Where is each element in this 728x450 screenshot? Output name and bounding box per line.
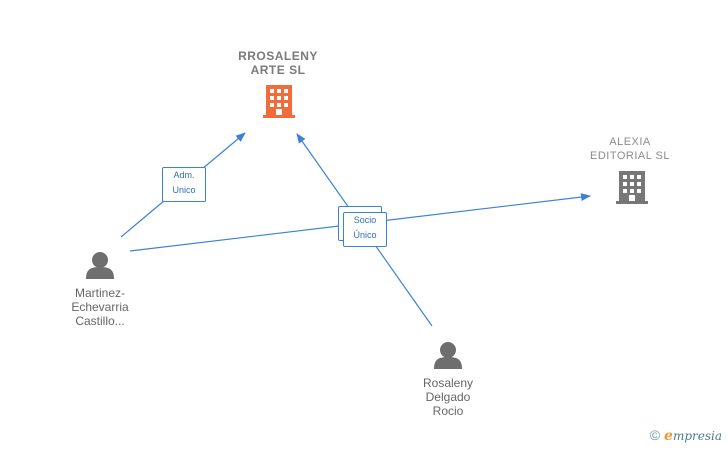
company-name-line: ARTE SL — [250, 63, 306, 77]
person-name-line: Delgado — [425, 390, 471, 404]
building-icon — [263, 85, 295, 118]
brand-e: e — [664, 428, 673, 444]
relation-label-line: Único — [353, 230, 377, 240]
company-label-rrosaleny[interactable]: RROSALENY ARTE SL — [228, 49, 328, 77]
relation-label-line: Unico — [172, 185, 196, 195]
person-name-line: Martinez- — [74, 286, 125, 300]
person-label-rosaleny[interactable]: Rosaleny Delgado Rocio — [398, 376, 498, 418]
brand-name: mpresia — [672, 429, 722, 443]
relation-badge-adm-unico[interactable]: Adm. Unico — [162, 167, 206, 202]
building-icon — [616, 171, 648, 204]
relation-label-line: Socio — [353, 215, 377, 225]
company-label-alexia[interactable]: ALEXIA EDITORIAL SL — [575, 135, 685, 163]
person-name-line: Rosaleny — [422, 376, 474, 390]
relation-label-line: Adm. — [173, 170, 195, 180]
person-name-line: Echevarria — [71, 300, 129, 314]
person-label-martinez[interactable]: Martinez- Echevarria Castillo... — [50, 286, 150, 328]
company-name-line: EDITORIAL SL — [590, 150, 670, 162]
person-name-line: Rocio — [432, 404, 464, 418]
relation-badge-socio-unico[interactable]: Socio Único — [343, 212, 387, 247]
person-icon — [434, 342, 462, 369]
person-name-line: Castillo... — [75, 314, 125, 328]
empresia-logo[interactable]: ©empresia — [650, 427, 722, 444]
copyright-icon: © — [649, 427, 661, 443]
person-icon — [86, 252, 114, 279]
company-name-line: ALEXIA — [609, 136, 651, 148]
company-name-line: RROSALENY — [238, 49, 318, 63]
